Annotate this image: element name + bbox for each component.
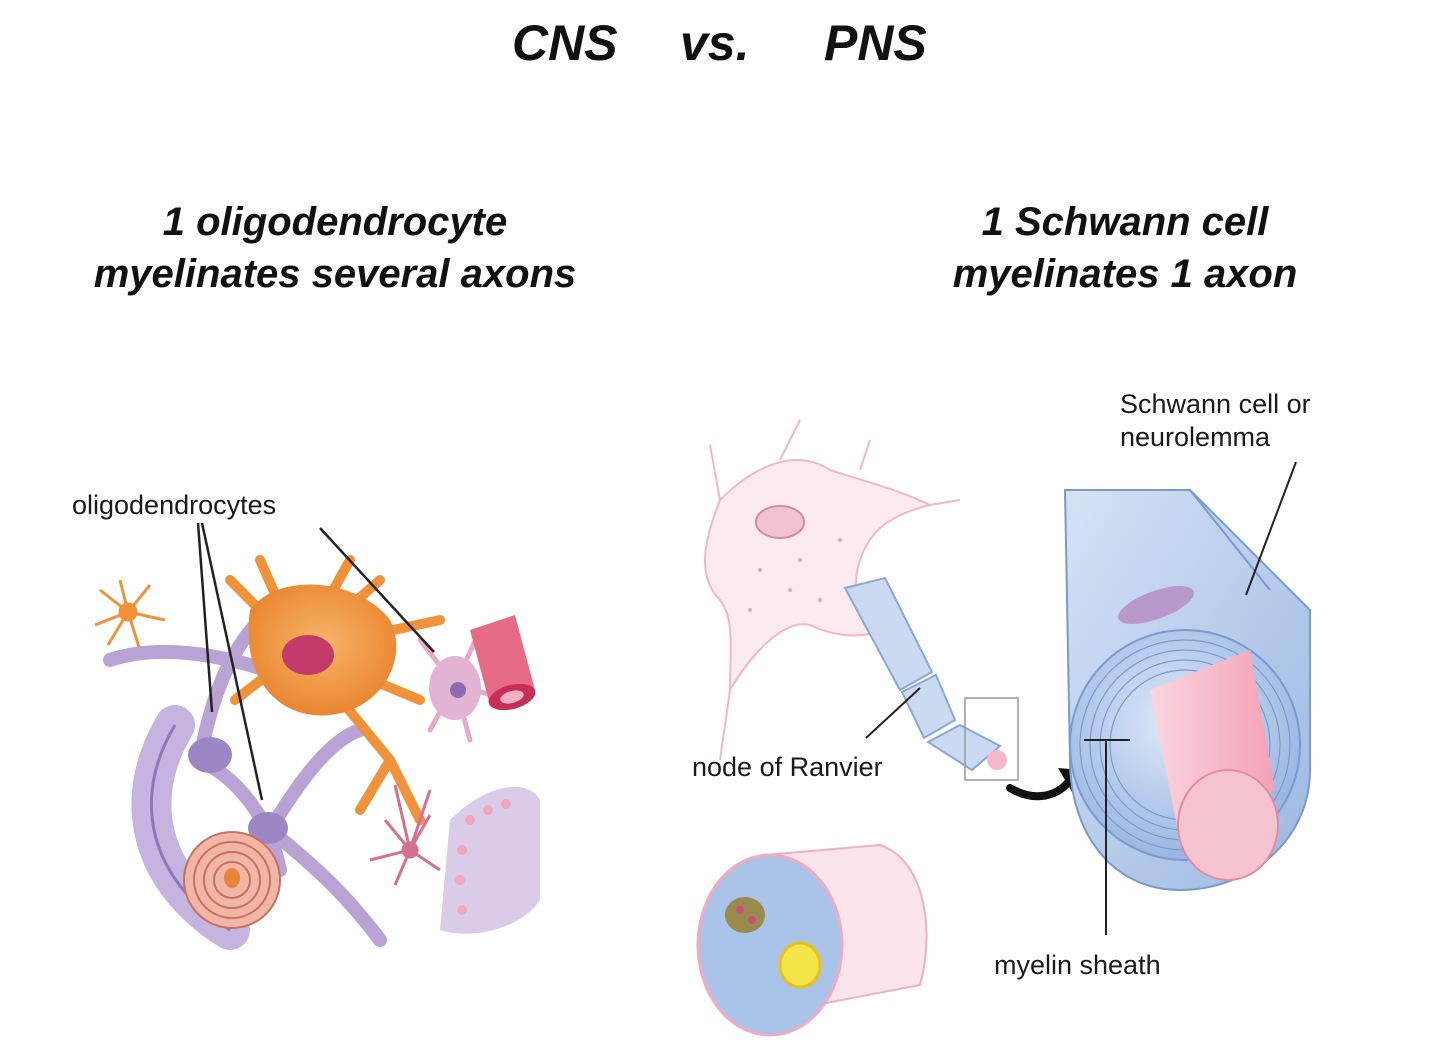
pns-heading: 1 Schwann cell myelinates 1 axon xyxy=(880,196,1370,300)
pns-illustration xyxy=(696,419,1311,1037)
small-astrocyte xyxy=(94,579,166,651)
label-oligodendrocytes: oligodendrocytes xyxy=(72,490,277,520)
title-cns: CNS xyxy=(512,15,618,71)
microglia xyxy=(369,784,441,886)
glia-body-1 xyxy=(188,737,232,773)
pns-heading-line1: 1 Schwann cell xyxy=(981,200,1269,244)
blood-vessel xyxy=(470,615,536,711)
zoom-arrow xyxy=(1006,776,1074,801)
zoom-box xyxy=(964,697,1019,781)
title-vs: vs. xyxy=(680,15,750,71)
label-schwann-line1: Schwann cell or xyxy=(1120,389,1311,419)
label-schwann: Schwann cell or neurolemma xyxy=(1120,388,1311,454)
ependymal-layer xyxy=(440,786,540,934)
glia-body-2 xyxy=(248,812,288,844)
title-row: CNS vs. PNS xyxy=(0,14,1440,84)
oligodendrocytes-callouts xyxy=(196,522,435,801)
title-pns: PNS xyxy=(824,15,927,71)
cross-section xyxy=(696,843,928,1037)
cns-heading-line2: myelinates several axons xyxy=(93,252,577,296)
label-myelin-sheath: myelin sheath xyxy=(994,950,1161,980)
myelinated-axon xyxy=(843,576,1007,772)
label-schwann-line2: neurolemma xyxy=(1120,422,1271,452)
schwann-sheath xyxy=(1063,489,1311,892)
pink-neuron xyxy=(417,627,513,743)
pns-callouts xyxy=(865,461,1297,935)
oligodendrocyte-orange xyxy=(225,555,445,825)
label-node-of-ranvier: node of Ranvier xyxy=(692,752,883,782)
cns-illustration xyxy=(94,522,540,950)
pns-heading-line2: myelinates 1 axon xyxy=(952,252,1298,296)
cns-heading: 1 oligodendrocyte myelinates several axo… xyxy=(40,196,630,300)
cns-heading-line1: 1 oligodendrocyte xyxy=(162,200,508,244)
myelin-spiral xyxy=(183,831,281,929)
